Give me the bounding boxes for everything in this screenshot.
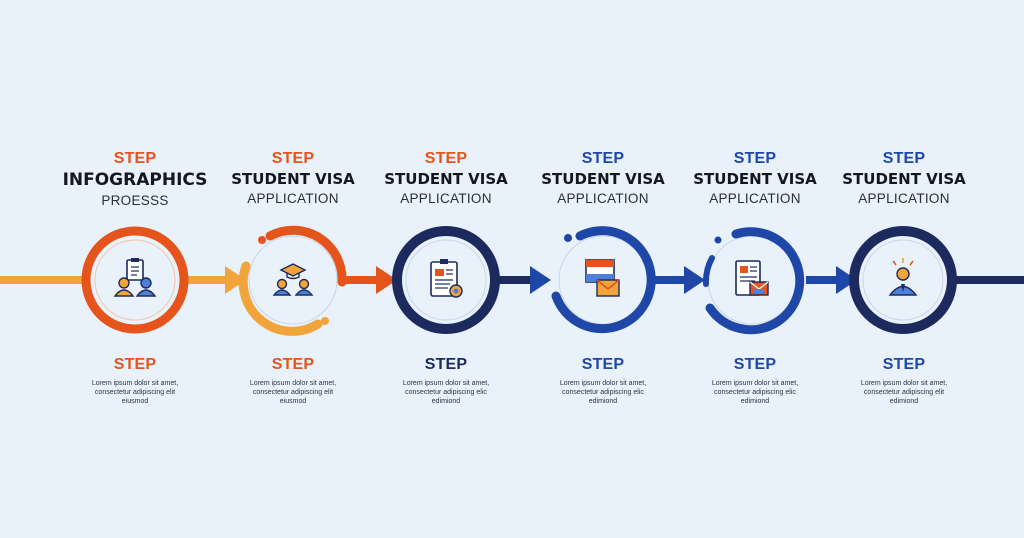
- step-3-top-label: STEP: [424, 150, 468, 167]
- timeline-segment-end: [956, 276, 1024, 284]
- graduation-cap-people-icon: [272, 263, 314, 296]
- step-4-footer: STEP Lorem ipsum dolor sit amet, consect…: [528, 356, 678, 406]
- arrow-head-3: [530, 266, 551, 294]
- step-5-footer: STEP Lorem ipsum dolor sit amet, consect…: [680, 356, 830, 406]
- step-2-top-label: STEP: [271, 150, 315, 167]
- step-6-footer: STEP Lorem ipsum dolor sit amet, consect…: [829, 356, 979, 406]
- step-2-circle: [238, 225, 347, 336]
- step-1-subtitle: PROESSS: [101, 193, 169, 208]
- step-4-description: Lorem ipsum dolor sit amet, consectetur …: [559, 380, 647, 405]
- step-6-subtitle: APPLICATION: [858, 191, 950, 206]
- step-4-bottom-label: STEP: [581, 356, 625, 373]
- step-1-top-label: STEP: [113, 150, 157, 167]
- flag-envelope-icon: [585, 259, 620, 297]
- two-people-clipboard-icon: [113, 258, 157, 297]
- step-3-header: STEP STUDENT VISA APPLICATION: [371, 150, 521, 206]
- step-1-header: STEP INFOGRAPHICS PROESSS: [60, 150, 210, 208]
- step-5-bottom-label: STEP: [733, 356, 777, 373]
- step-4-header: STEP STUDENT VISA APPLICATION: [528, 150, 678, 206]
- step-6-top-label: STEP: [882, 150, 926, 167]
- step-4-subtitle: APPLICATION: [557, 191, 649, 206]
- document-clipboard-icon: [430, 259, 463, 298]
- step-3-description: Lorem ipsum dolor sit amet, consectetur …: [402, 380, 490, 405]
- timeline-segment-2: [340, 276, 382, 284]
- step-2-bottom-label: STEP: [271, 356, 315, 373]
- arrow-head-1: [225, 266, 246, 294]
- arrow-head-4: [684, 266, 705, 294]
- person-idea-icon: [888, 258, 918, 296]
- step-1-description: Lorem ipsum dolor sit amet, consectetur …: [91, 380, 179, 405]
- arrow-head-5: [836, 266, 857, 294]
- step-6-description: Lorem ipsum dolor sit amet, consectetur …: [860, 380, 948, 405]
- step-5-description: Lorem ipsum dolor sit amet, consectetur …: [711, 380, 799, 405]
- timeline-segment-3: [496, 276, 536, 284]
- step-3-subtitle: APPLICATION: [400, 191, 492, 206]
- timeline-segment-start: [0, 276, 88, 284]
- step-4-top-label: STEP: [581, 150, 625, 167]
- step-2-header: STEP STUDENT VISA APPLICATION: [218, 150, 368, 206]
- step-3-title: STUDENT VISA: [384, 170, 508, 188]
- step-6-title: STUDENT VISA: [842, 170, 966, 188]
- step-3-footer: STEP Lorem ipsum dolor sit amet, consect…: [371, 356, 521, 406]
- step-6-header: STEP STUDENT VISA APPLICATION: [829, 150, 979, 206]
- step-1-title: INFOGRAPHICS: [62, 170, 208, 190]
- step-1-bottom-label: STEP: [113, 356, 157, 373]
- timeline-segment-1: [186, 276, 232, 284]
- form-envelope-icon: [735, 260, 769, 296]
- step-5-top-label: STEP: [733, 150, 777, 167]
- step-5-header: STEP STUDENT VISA APPLICATION: [680, 150, 830, 206]
- arrows: [225, 266, 857, 294]
- step-5-title: STUDENT VISA: [693, 170, 817, 188]
- step-6-bottom-label: STEP: [882, 356, 926, 373]
- step-5-subtitle: APPLICATION: [709, 191, 801, 206]
- step-1-footer: STEP Lorem ipsum dolor sit amet, consect…: [60, 356, 210, 406]
- step-3-bottom-label: STEP: [424, 356, 468, 373]
- step-4-title: STUDENT VISA: [541, 170, 665, 188]
- timeline-segment-4: [652, 276, 690, 284]
- step-2-description: Lorem ipsum dolor sit amet, consectetur …: [249, 380, 337, 405]
- timeline-segment-5: [806, 276, 842, 284]
- step-2-subtitle: APPLICATION: [247, 191, 339, 206]
- step-2-title: STUDENT VISA: [231, 170, 355, 188]
- timeline-line: [0, 276, 1024, 284]
- step-1-circle: [81, 226, 189, 334]
- arrow-head-2: [376, 266, 397, 294]
- step-2-footer: STEP Lorem ipsum dolor sit amet, consect…: [218, 356, 368, 406]
